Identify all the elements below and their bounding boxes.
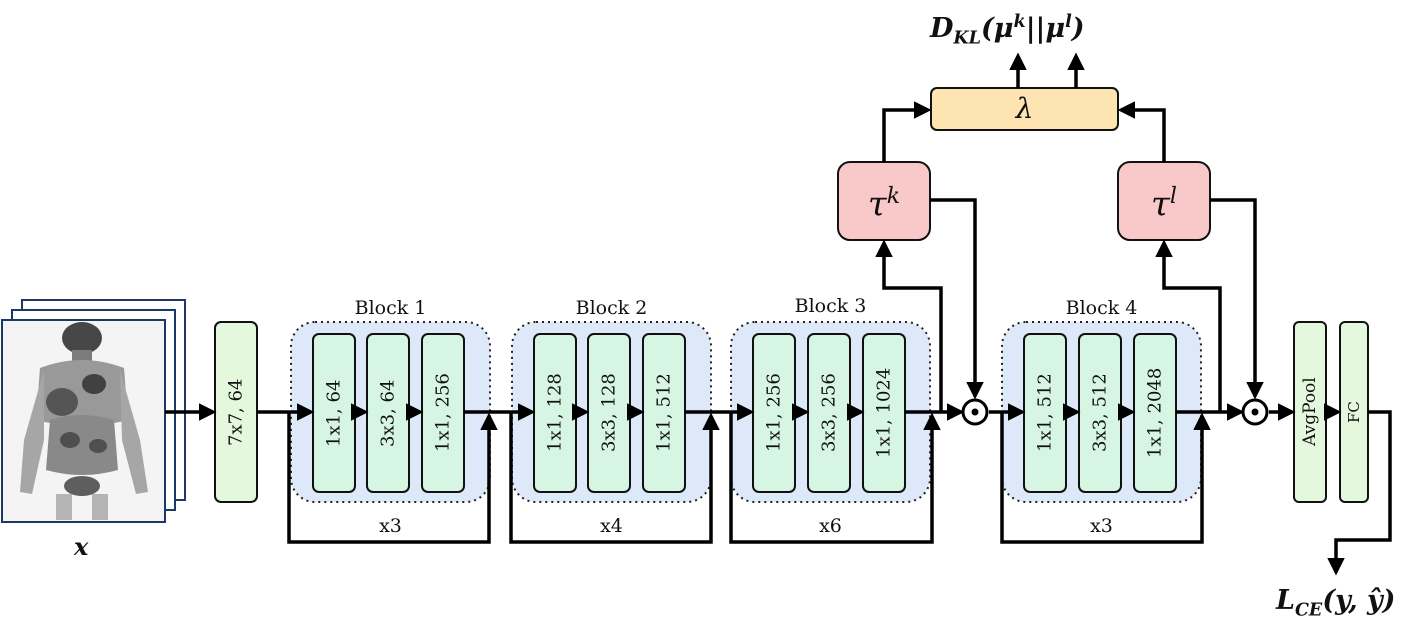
- kl-sub: KL: [953, 28, 981, 49]
- tau-l-label: τl: [1118, 176, 1210, 224]
- block-1-repeat: x3: [379, 515, 402, 537]
- block-3-repeat: x6: [819, 515, 842, 537]
- block-4-conv-2-label: 3x3, 512: [1089, 373, 1111, 453]
- block-3-conv-2-label: 3x3, 256: [818, 373, 840, 453]
- ce-loss-label: LCE(y, ŷ): [1276, 585, 1395, 620]
- block-4-conv-1-label: 1x1, 512: [1034, 373, 1056, 453]
- input-image-stack: [1, 299, 186, 523]
- kl-close: ): [1071, 13, 1085, 44]
- block-4-title: Block 4: [1065, 297, 1138, 319]
- block-3-conv-3-label: 1x1, 1024: [873, 367, 895, 459]
- ce-args: (y, ŷ): [1322, 585, 1396, 616]
- kl-mid: ||μ: [1025, 13, 1066, 44]
- kl-base: D: [930, 13, 954, 44]
- kl-sup2: l: [1065, 12, 1072, 32]
- ce-base: L: [1276, 585, 1295, 616]
- block-2-conv-1-label: 1x1, 128: [544, 373, 566, 453]
- tau-l-sup: l: [1169, 183, 1177, 209]
- fc-label: FC: [1345, 401, 1363, 423]
- kl-args: (μ: [981, 13, 1014, 44]
- tau-l-base: τ: [1151, 184, 1170, 225]
- block-3-conv-1-label: 1x1, 256: [763, 373, 785, 453]
- block-1-conv-3-label: 1x1, 256: [432, 373, 454, 453]
- block-2-conv-2-label: 3x3, 128: [598, 373, 620, 453]
- multiply-node-2: [1241, 398, 1269, 426]
- tau-k-base: τ: [867, 184, 887, 225]
- repeat-loops: [287, 412, 1211, 544]
- ce-sub: CE: [1294, 600, 1323, 621]
- avgpool-label: AvgPool: [1300, 377, 1320, 447]
- stem-conv-label: 7x7, 64: [225, 378, 247, 446]
- tau-k-label: τk: [838, 176, 930, 224]
- block-1-title: Block 1: [354, 297, 427, 319]
- attention-wires: [875, 52, 1264, 412]
- block-1-conv-1-label: 1x1, 64: [323, 379, 345, 447]
- main-flow-wires: [165, 403, 1392, 576]
- tau-k-sup: k: [886, 183, 901, 209]
- kl-sup1: k: [1013, 12, 1026, 32]
- multiply-node-1: [961, 398, 989, 426]
- block-2-conv-3-label: 1x1, 512: [653, 373, 675, 453]
- block-3-title: Block 3: [794, 295, 867, 317]
- body-scan-image: [20, 322, 148, 520]
- block-2-title: Block 2: [575, 297, 648, 319]
- block-4-repeat: x3: [1090, 515, 1113, 537]
- block-2-repeat: x4: [600, 515, 623, 537]
- block-1-conv-2-label: 3x3, 64: [377, 379, 399, 447]
- input-symbol: x: [74, 532, 89, 561]
- block-4-conv-3-label: 1x1, 2048: [1144, 367, 1166, 459]
- kl-loss-label: DKL(μk||μl): [930, 12, 1085, 48]
- lambda-label: λ: [1015, 92, 1034, 125]
